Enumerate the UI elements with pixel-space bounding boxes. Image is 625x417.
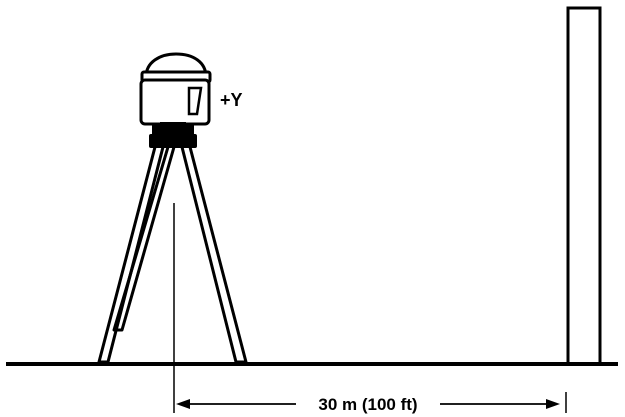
tripod-leg-left bbox=[97, 146, 165, 364]
tripod-head bbox=[149, 124, 197, 148]
laser-instrument bbox=[139, 52, 212, 127]
tripod-leg-middle bbox=[112, 146, 176, 332]
arrow-head-right bbox=[546, 399, 560, 409]
arrow-head-left bbox=[176, 399, 190, 409]
axis-label: +Y bbox=[220, 90, 243, 110]
tripod bbox=[97, 146, 248, 364]
dimension-arrow bbox=[176, 399, 560, 409]
laser-window bbox=[187, 86, 203, 116]
wall-post bbox=[566, 6, 602, 364]
tripod-leg-right bbox=[180, 146, 248, 364]
distance-label: 30 m (100 ft) bbox=[318, 395, 417, 414]
